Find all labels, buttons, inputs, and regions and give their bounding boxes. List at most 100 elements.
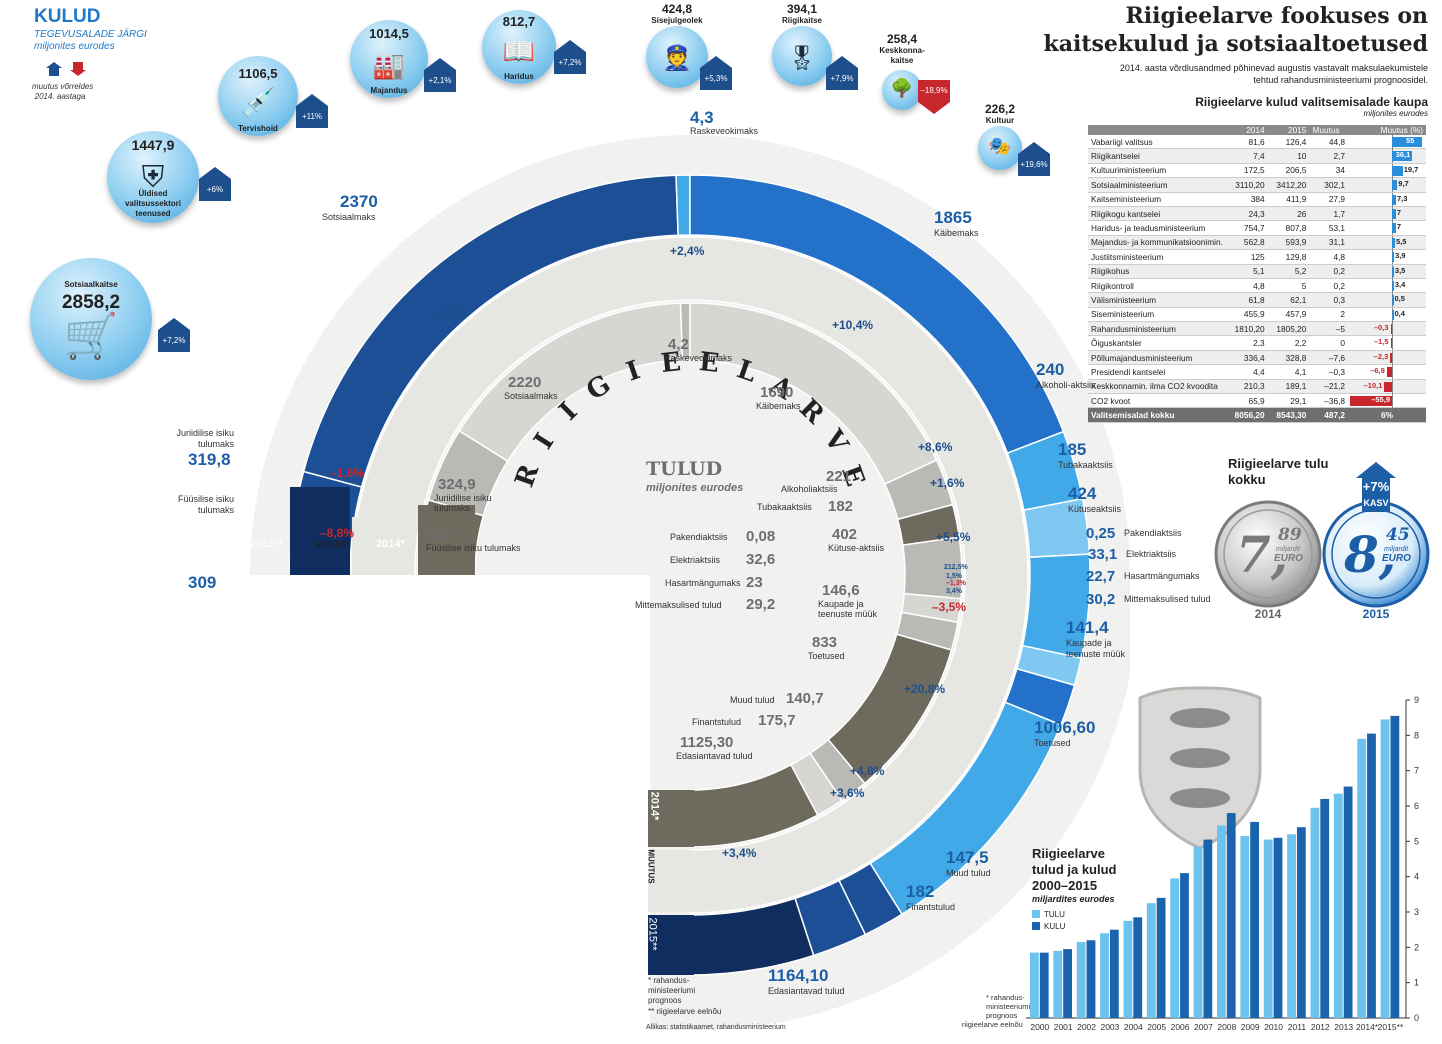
main-title-line-1: Riigieelarve fookuses on [1125,3,1428,29]
coin-2015-small: 45 [1386,525,1410,545]
x-tick-label: 2015** [1378,1022,1404,1032]
bar-chart-footnote: prognoos [986,1011,1018,1020]
bubble-label: Üldised valitsussektori teenused [124,189,181,218]
bar-kulu [1039,952,1049,1018]
table-cell-2014: 7,4 [1225,148,1268,164]
table-cell-diff: 44,8 [1309,135,1348,150]
y-tick-label: 6 [1414,801,1419,811]
ring-footnote-1: * rahandus- [648,976,690,985]
change-bar [1390,352,1392,363]
tail-bottom-muutus [648,850,694,912]
ring-2015-name: Füüsilise isiku tulumaks [177,494,234,515]
ring-muutus-tag: MUUTUS [316,540,351,549]
revenue-total-title-line-1: Riigieelarve tulu [1228,456,1329,471]
y-tick-label: 2 [1414,942,1419,952]
table-cell-name: Kaitseministeerium [1088,192,1226,207]
ring-2015-value: 182 [906,882,935,901]
ring-change-value: 3,4% [946,588,962,595]
change-bar-label: 3,5 [1394,265,1406,275]
ring-footnote-4: ** riigieelarve eelnõu [648,1007,722,1016]
bottom-2015-tag: 2015** [646,917,659,951]
pram-icon: 🛒 [63,312,119,361]
change-bar-label: 55 [1406,136,1415,145]
bar-chart-footnote: ** riigieelarve eelnõu [960,1020,1023,1029]
tulud-unit: miljonites eurodes [646,482,744,494]
table-cell-2015: 5 [1267,278,1310,294]
coin-2015-unit-1: miljardit [1384,546,1409,553]
y-tick-label: 8 [1414,730,1419,740]
table-cell-2015: 26 [1267,206,1310,222]
bar-kulu [1296,827,1306,1018]
bar-kulu [1063,949,1073,1018]
table-cell-2014: 3110,20 [1225,177,1268,193]
y-tick-label: 4 [1414,872,1419,882]
change-up-arrow-icon: +2,1% [424,58,456,92]
bubble-change: –18,9% [918,80,950,102]
bubble-value: 812,7 [502,14,536,29]
x-tick-label: 2008 [1217,1022,1236,1032]
table-cell-change-bar: 3,4 [1348,278,1426,294]
main-subtitle-line-2: tehtud rahandusministeeriumi prognooside… [1253,75,1428,85]
table-cell-2014: 4,8 [1225,278,1268,294]
table-cell-change-bar: –55,9 [1348,393,1426,409]
main-title-line-2: kaitsekulud ja sotsiaaltoetused [1043,31,1429,57]
tail-2015 [290,487,350,575]
tail-muutus [352,517,414,575]
legend-up-arrow-icon [46,62,62,76]
change-bar-label: 7 [1396,207,1401,217]
revenue-total-title: Riigieelarve tulu kokku [1228,456,1328,488]
ring-change-value: +10,4% [832,318,874,332]
table-cell-diff: 0,2 [1309,264,1348,279]
ring-2015-value: 240 [1036,360,1065,379]
ring-2014-value: 175,7 [758,712,796,729]
table-cell-2015: 457,9 [1267,307,1310,323]
coins-graphic: 7, 89 miljardit EURO 8, 45 miljardit EUR… [1214,462,1430,621]
legend-label-tulu: TULU [1044,910,1065,919]
y-tick-label: 9 [1414,695,1419,705]
x-tick-label: 2001 [1054,1022,1073,1032]
table-cell-name: Haridus- ja teadusministeerium [1088,220,1226,236]
table-cell-2014: 172,5 [1225,163,1268,179]
table-cell-2015: 189,1 [1267,379,1310,395]
bottom-muutus-tag: MUUTUS [646,849,656,884]
legend-note: muutus võrreldes 2014. aastaga [32,82,93,102]
bar-tulu [1310,807,1320,1018]
ring-2015-value: 0,25 [1086,525,1116,542]
bubble-change: +5,3% [700,68,732,90]
change-up-arrow-icon: +5,3% [700,56,732,90]
ring-2014-value: 324,9 [438,476,476,493]
ring-2014-value: 402 [832,526,858,543]
ring-2015-name: Edasiantavad tulud [768,986,845,996]
main-title: Riigieelarve fookuses on kaitsekulud ja … [1044,2,1429,58]
ring-2015-name: Elektriaktsiis [1126,549,1177,559]
coin-2014-small: 89 [1277,525,1302,545]
ring-2015-name: Pakendiaktsiis [1124,528,1182,538]
change-axis [1392,379,1393,394]
ring-change-value: +6,8% [434,306,469,320]
change-bar-label: –0,3 [1373,323,1389,333]
x-tick-label: 2006 [1171,1022,1190,1032]
kulud-subtitle-line-1: TEGEVUSALADE JÄRGI [34,29,147,40]
table-cell-change-bar: 3,5 [1348,264,1426,279]
change-bar [1390,324,1392,335]
bar-tulu [1193,846,1203,1018]
table-cell-2014: 5,1 [1225,264,1268,279]
bubble-label: Keskkonna-kaitse [879,46,925,65]
ring-2014-value: 140,7 [786,690,824,707]
ring-2014-value: 0,08 [746,528,776,545]
ring-2015-name: Toetused [1034,738,1071,748]
x-tick-label: 2007 [1194,1022,1213,1032]
table-cell-name: Riigikohus [1088,264,1226,279]
change-bar-label: –1,5 [1373,337,1389,347]
